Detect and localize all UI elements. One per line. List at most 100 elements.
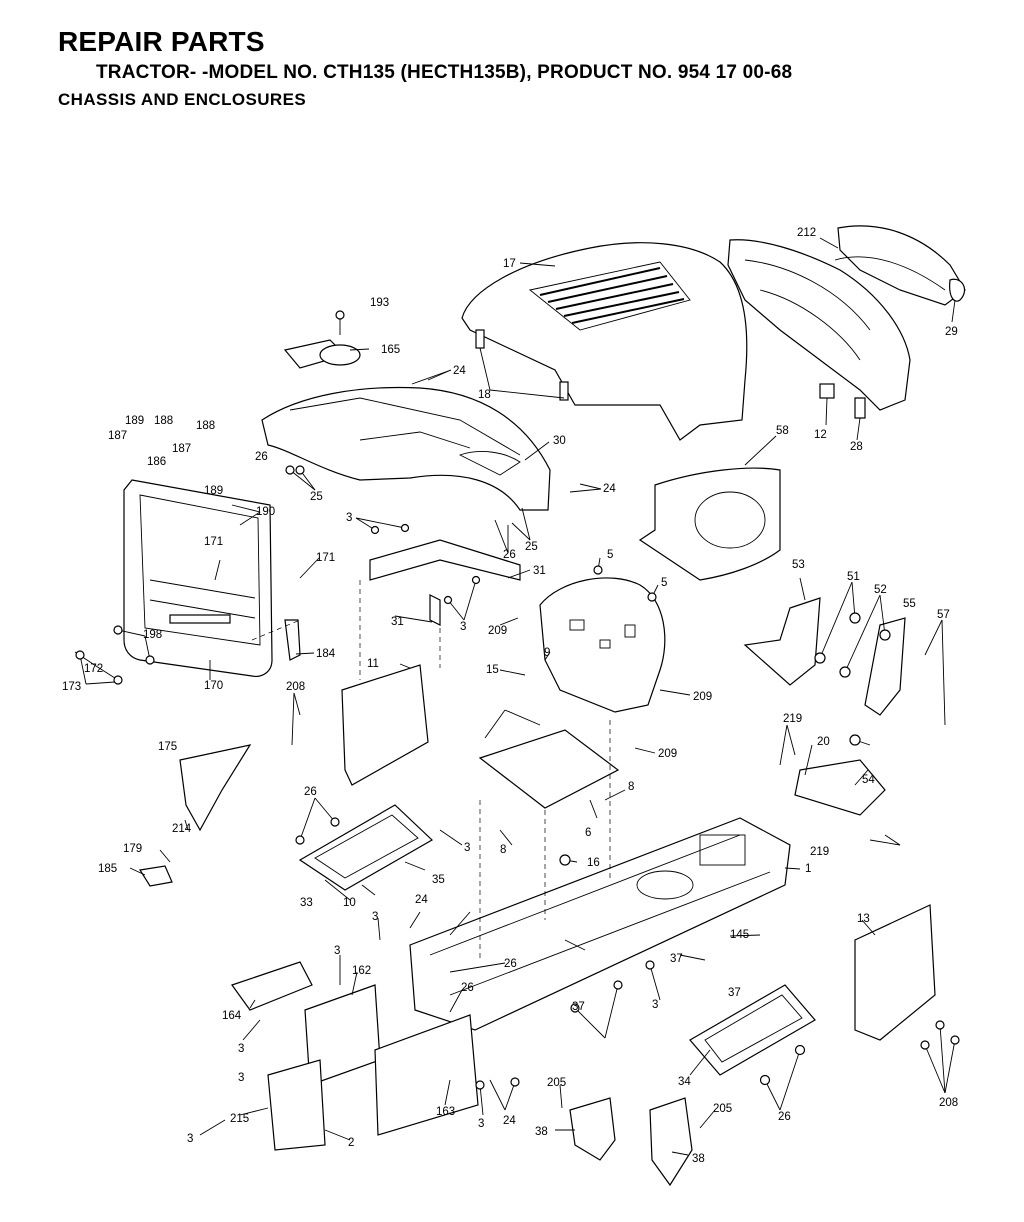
callout-label: 37 (572, 1001, 585, 1013)
callout-label: 186 (147, 456, 166, 468)
callout-labels: 193 165 24 17 212 29 18 12 28 30 58 189 … (62, 227, 958, 1165)
callout-label: 205 (547, 1077, 566, 1089)
callout-label: 209 (693, 691, 712, 703)
clip-part (819, 383, 835, 399)
callout-label: 52 (874, 584, 887, 596)
callout-label: 145 (730, 929, 749, 941)
callout-label: 190 (256, 506, 275, 518)
callout-label: 31 (533, 565, 546, 577)
callout-label: 3 (478, 1118, 484, 1130)
callout-label: 208 (939, 1097, 958, 1109)
callout-label: 163 (436, 1106, 455, 1118)
callout-label: 31 (391, 616, 404, 628)
callout-label: 3 (346, 512, 352, 524)
callout-label: 28 (850, 441, 863, 453)
callout-label: 57 (937, 609, 950, 621)
dash-panel-part (123, 479, 273, 677)
callout-label: 37 (670, 953, 683, 965)
grille-housing-part (727, 225, 966, 411)
panel-bracket-part (369, 539, 521, 626)
callout-label: 26 (255, 451, 268, 463)
callout-label: 212 (797, 227, 816, 239)
model-subtitle: TRACTOR- -MODEL NO. CTH135 (HECTH135B), … (96, 62, 793, 83)
callout-label: 3 (460, 621, 466, 633)
callout-label: 3 (334, 945, 340, 957)
front-frame-part (374, 1014, 479, 1136)
callout-label: 24 (415, 894, 428, 906)
bracket-part (794, 759, 886, 816)
hardware-fasteners (75, 310, 960, 1090)
bracket-part (854, 397, 866, 419)
front-bracket-part (267, 1059, 326, 1151)
callout-label: 162 (352, 965, 371, 977)
callout-label: 10 (343, 897, 356, 909)
callout-label: 24 (503, 1115, 516, 1127)
callout-label: 25 (525, 541, 538, 553)
section-title: CHASSIS AND ENCLOSURES (58, 90, 307, 109)
bracket-part (284, 619, 301, 661)
callout-label: 2 (348, 1137, 354, 1149)
callout-label: 18 (478, 389, 491, 401)
callout-label: 8 (628, 781, 634, 793)
callout-label: 17 (503, 258, 516, 270)
bracket-part (231, 961, 313, 1011)
callout-label: 15 (486, 664, 499, 676)
callout-label: 38 (692, 1153, 705, 1165)
callout-label: 185 (98, 863, 117, 875)
side-plate-part (341, 664, 429, 786)
callout-label: 11 (367, 658, 379, 670)
callout-label: 215 (230, 1113, 249, 1125)
bracket-part (649, 1097, 693, 1187)
callout-label: 193 (370, 297, 389, 309)
callout-label: 3 (372, 911, 378, 923)
callout-label: 3 (238, 1043, 244, 1055)
callout-label: 25 (310, 491, 323, 503)
callout-label: 171 (204, 536, 223, 548)
callout-label: 35 (432, 874, 445, 886)
callout-label: 53 (792, 559, 805, 571)
callout-label: 9 (544, 647, 550, 659)
callout-label: 171 (316, 552, 335, 564)
callout-label: 58 (776, 425, 789, 437)
callout-label: 5 (607, 549, 613, 561)
callout-label: 34 (678, 1076, 691, 1088)
callout-label: 29 (945, 326, 958, 338)
callout-label: 33 (300, 897, 313, 909)
callout-label: 5 (661, 577, 667, 589)
callout-label: 12 (814, 429, 827, 441)
bracket-part (179, 744, 252, 832)
callout-label: 209 (658, 748, 677, 760)
callout-label: 1 (805, 863, 811, 875)
callout-label: 3 (652, 999, 658, 1011)
callout-label: 54 (862, 774, 875, 786)
callout-label: 188 (154, 415, 173, 427)
callout-label: 219 (783, 713, 802, 725)
callout-label: 219 (810, 846, 829, 858)
callout-label: 170 (204, 680, 223, 692)
callout-label: 3 (238, 1072, 244, 1084)
callout-label: 20 (817, 736, 830, 748)
page-title: REPAIR PARTS (58, 26, 265, 57)
callout-label: 214 (172, 823, 192, 835)
firewall-part (539, 577, 666, 713)
callout-label: 8 (500, 844, 506, 856)
leader-lines (74, 237, 956, 1156)
callout-label: 26 (461, 982, 474, 994)
callout-label: 165 (381, 344, 400, 356)
callout-label: 164 (222, 1010, 242, 1022)
footrest-part (689, 984, 816, 1076)
bracket-part (743, 597, 821, 686)
callout-label: 189 (125, 415, 144, 427)
callout-label: 187 (172, 443, 191, 455)
callout-label: 3 (464, 842, 470, 854)
callout-label: 51 (847, 571, 860, 583)
callout-label: 189 (204, 485, 223, 497)
callout-label: 38 (535, 1126, 548, 1138)
footrest-part (298, 804, 433, 891)
tank-support-part (638, 467, 781, 581)
callout-label: 26 (304, 786, 317, 798)
callout-label: 37 (728, 987, 741, 999)
callout-label: 208 (286, 681, 305, 693)
callout-label: 187 (108, 430, 127, 442)
callout-label: 172 (84, 663, 103, 675)
